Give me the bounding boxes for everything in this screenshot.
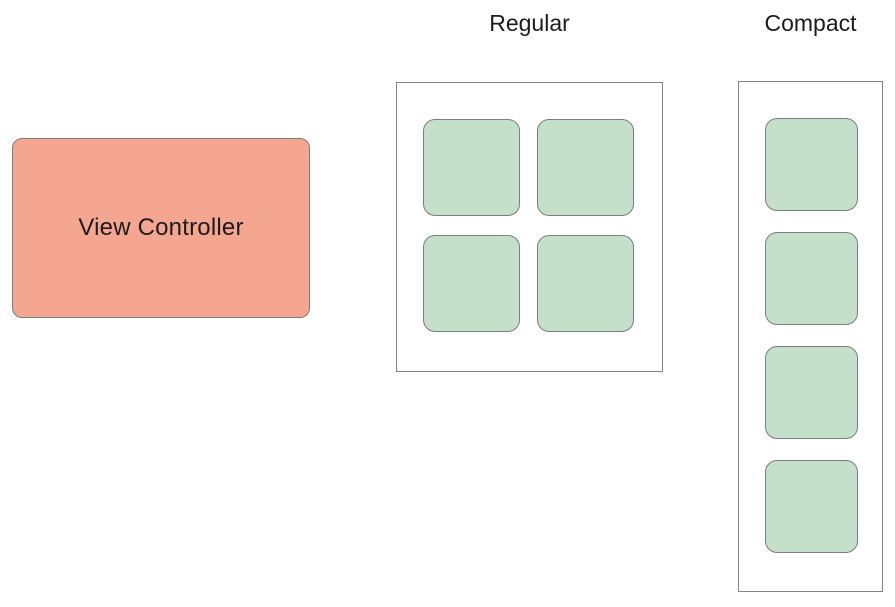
child-view-box	[765, 232, 858, 325]
child-view-box	[765, 460, 858, 553]
view-controller-box: View Controller	[12, 138, 310, 318]
view-controller-label: View Controller	[78, 214, 244, 241]
child-view-box	[765, 118, 858, 211]
child-view-box	[537, 235, 634, 332]
regular-size-class-label: Regular	[489, 10, 570, 36]
child-view-box	[423, 235, 520, 332]
compact-size-class-panel	[738, 81, 883, 592]
child-view-box	[537, 119, 634, 216]
child-view-box	[765, 346, 858, 439]
regular-size-class-panel	[396, 82, 663, 372]
child-view-box	[423, 119, 520, 216]
compact-size-class-label: Compact	[764, 10, 857, 36]
